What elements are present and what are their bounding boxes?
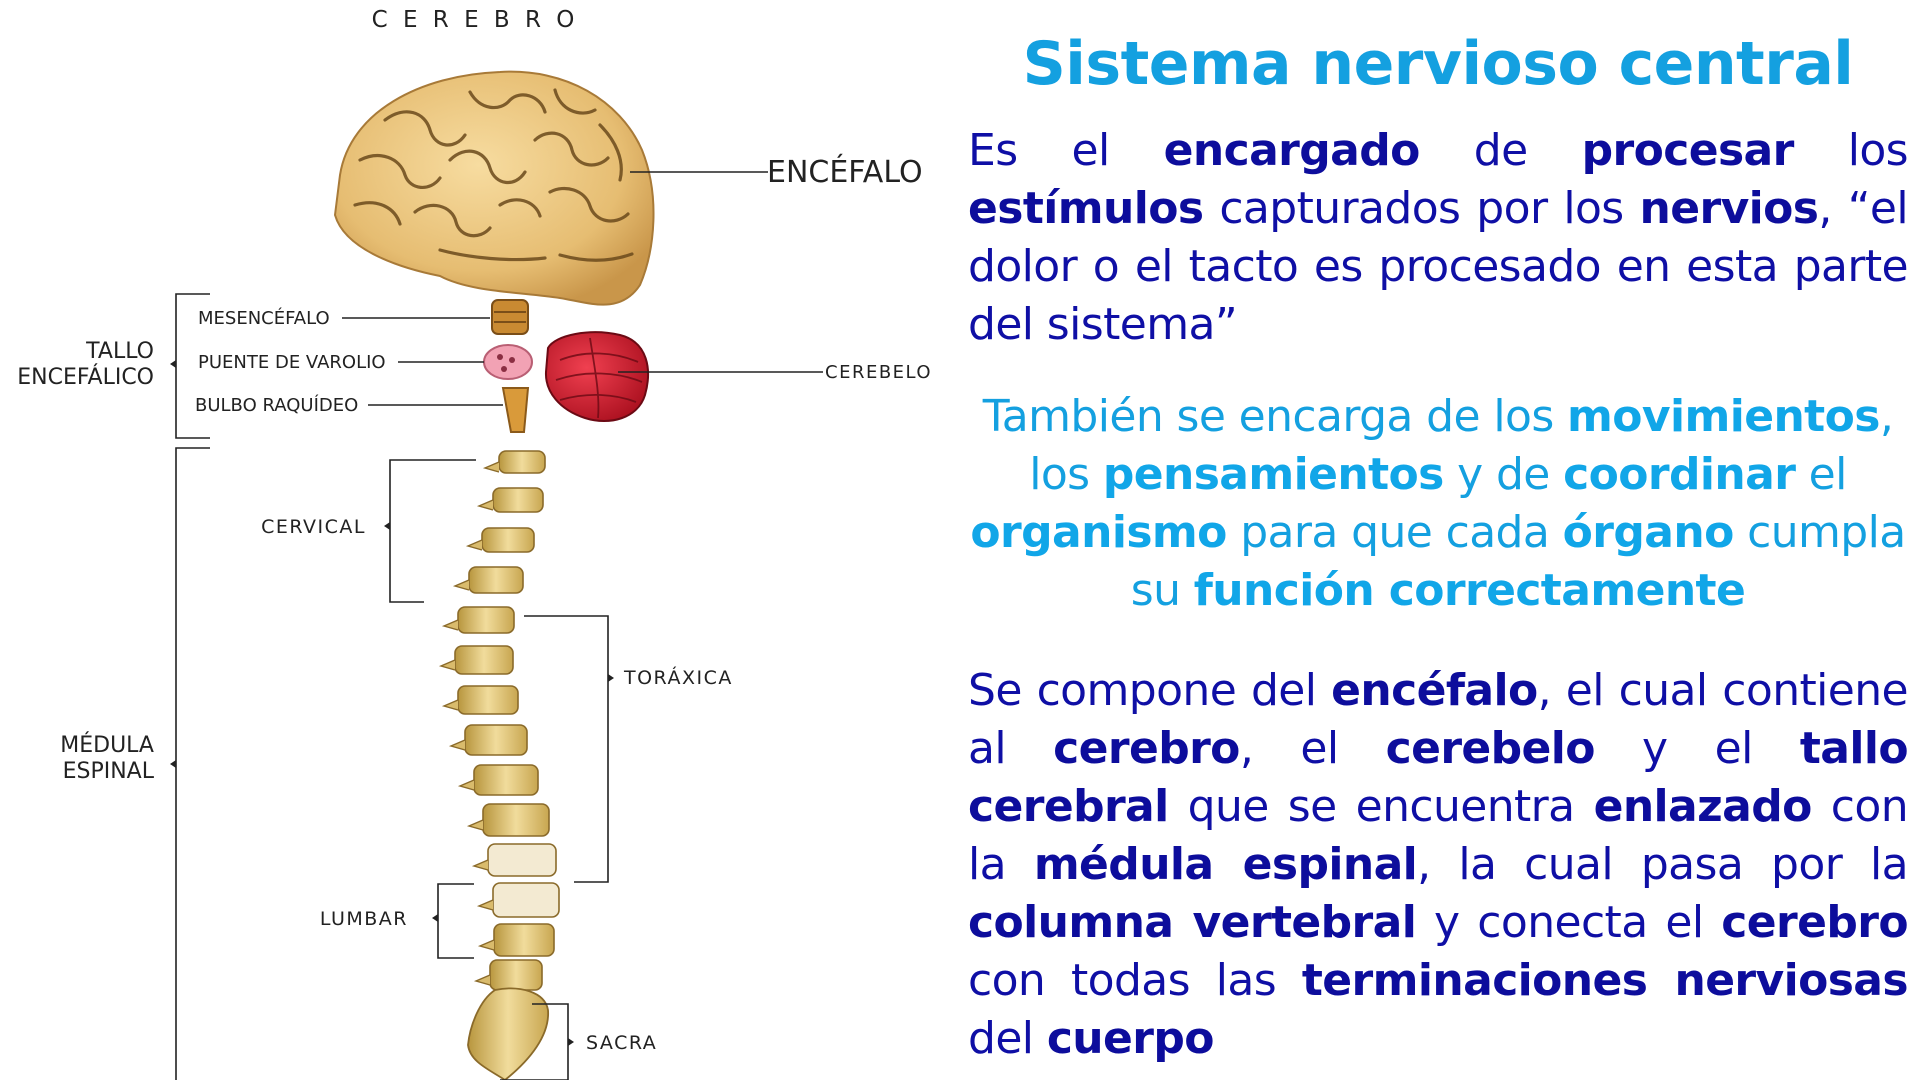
vertebra [482, 803, 550, 837]
vertebra [492, 882, 560, 918]
vertebra-process [452, 579, 470, 591]
mesencefalo-label: MESENCÉFALO [198, 307, 330, 329]
text-run: capturados por los [1203, 183, 1640, 234]
vertebra [498, 450, 546, 474]
vertebra [473, 764, 539, 796]
text-run: el [1795, 449, 1848, 500]
sacra-label: SACRA [586, 1032, 657, 1054]
page-title: Sistema nervioso central [1022, 29, 1854, 99]
medulla-oblongata-illustration [501, 387, 530, 433]
vertebra [487, 843, 557, 877]
vertebra [454, 645, 514, 675]
nervous-system-diagram: C E R E B R O [17, 7, 932, 1080]
text-run: cumpla su [1130, 507, 1906, 616]
text-run: Se compone del [968, 665, 1332, 716]
pons-illustration [483, 344, 533, 380]
vertebra [457, 685, 519, 715]
vertebra-process [441, 619, 459, 631]
vertebra [492, 487, 544, 513]
text-run: que se encuentra [1168, 781, 1594, 832]
vertebra-process [477, 939, 495, 951]
text-run: con todas las [968, 955, 1302, 1006]
emphasized-term: órgano [1562, 507, 1735, 558]
vertebra [493, 923, 555, 957]
emphasized-term: cuerpo [1046, 1013, 1215, 1064]
text-run: , los [1029, 391, 1894, 500]
cerebellum-illustration [544, 331, 649, 422]
spinal-column-illustration [438, 450, 560, 1080]
text-run: Es el [968, 125, 1164, 176]
vertebra-process [482, 461, 500, 473]
bulbo-raquideo-label: BULBO RAQUÍDEO [195, 394, 358, 416]
vertebra-process [473, 974, 491, 986]
emphasized-term: cerebelo [1385, 723, 1596, 774]
emphasized-term: procesar [1581, 125, 1795, 176]
vertebra-process [465, 539, 483, 551]
lumbar-label: LUMBAR [320, 908, 408, 930]
text-run: del [968, 1013, 1047, 1064]
text-run: los [1793, 125, 1909, 176]
vertebra-process [476, 499, 494, 511]
emphasized-term: pensamientos [1102, 449, 1444, 500]
bracket-arrows [170, 360, 614, 1046]
vertebra [481, 527, 535, 553]
text-run: y de [1443, 449, 1564, 500]
emphasized-term: organismo [970, 507, 1227, 558]
text-run: para que cada [1226, 507, 1563, 558]
vertebra [464, 724, 528, 756]
emphasized-term: médula espinal [1033, 839, 1418, 890]
vertebra-process [448, 739, 466, 751]
medula-espinal-label-line2: ESPINAL [63, 759, 155, 784]
paragraph-definition: Es el encargado de procesar los estímulo… [968, 122, 1909, 354]
midbrain-illustration [491, 299, 529, 335]
medula-espinal-label-line1: MÉDULA [60, 732, 154, 758]
paragraph-functions: También se encarga de los movimientos, l… [968, 388, 1908, 620]
vertebra [457, 606, 515, 634]
tallo-encefalico-label-line1: TALLO [85, 339, 154, 364]
paragraph-composition: Se compone del encéfalo, el cual contien… [968, 662, 1909, 1068]
cervical-label: CERVICAL [261, 516, 366, 538]
text-run: , la cual pasa por la [1417, 839, 1908, 890]
emphasized-term: estímulos [968, 183, 1204, 234]
vertebra-process [466, 819, 484, 831]
text-run: con la [968, 781, 1909, 890]
emphasized-term: encargado [1163, 125, 1421, 176]
vertebra-process [438, 659, 456, 671]
cerebelo-label: CEREBELO [825, 362, 932, 383]
emphasized-term: nervios [1639, 183, 1819, 234]
vertebra-process [457, 779, 475, 791]
encefalo-label: ENCÉFALO [767, 154, 923, 190]
vertebra-process [476, 899, 494, 911]
sacrum [467, 987, 549, 1080]
vertebra [468, 566, 524, 594]
emphasized-term: función correctamente [1193, 565, 1746, 616]
emphasized-term: columna vertebral [968, 897, 1417, 948]
text-run: , el [1239, 723, 1386, 774]
text-run: y conecta el [1416, 897, 1722, 948]
text-run: de [1419, 125, 1582, 176]
vertebra [489, 959, 543, 991]
text-run: , el cual contiene al [968, 665, 1909, 774]
brain-illustration [333, 70, 655, 306]
emphasized-term: enlazado [1593, 781, 1813, 832]
puente-de-varolio-label: PUENTE DE VAROLIO [198, 352, 386, 373]
tallo-encefalico-label-line2: ENCEFÁLICO [17, 364, 154, 390]
cerebro-header: C E R E B R O [372, 7, 579, 33]
text-run: , “el dolor o el tacto es procesado en e… [968, 183, 1909, 350]
text-panel: Sistema nervioso central Es el encargado… [968, 28, 1909, 1068]
emphasized-term: terminaciones nerviosas [1301, 955, 1909, 1006]
emphasized-term: cerebro [1053, 723, 1240, 774]
vertebra-process [441, 699, 459, 711]
emphasized-term: encéfalo [1331, 665, 1538, 716]
text-run: y el [1594, 723, 1800, 774]
vertebra-process [471, 859, 489, 871]
emphasized-term: cerebro [1721, 897, 1908, 948]
emphasized-term: coordinar [1563, 449, 1796, 500]
text-run: También se encarga de los [982, 391, 1568, 442]
emphasized-term: tallo cerebral [968, 723, 1909, 832]
toracica-label: TORÁXICA [623, 666, 733, 689]
emphasized-term: movimientos [1567, 391, 1880, 442]
